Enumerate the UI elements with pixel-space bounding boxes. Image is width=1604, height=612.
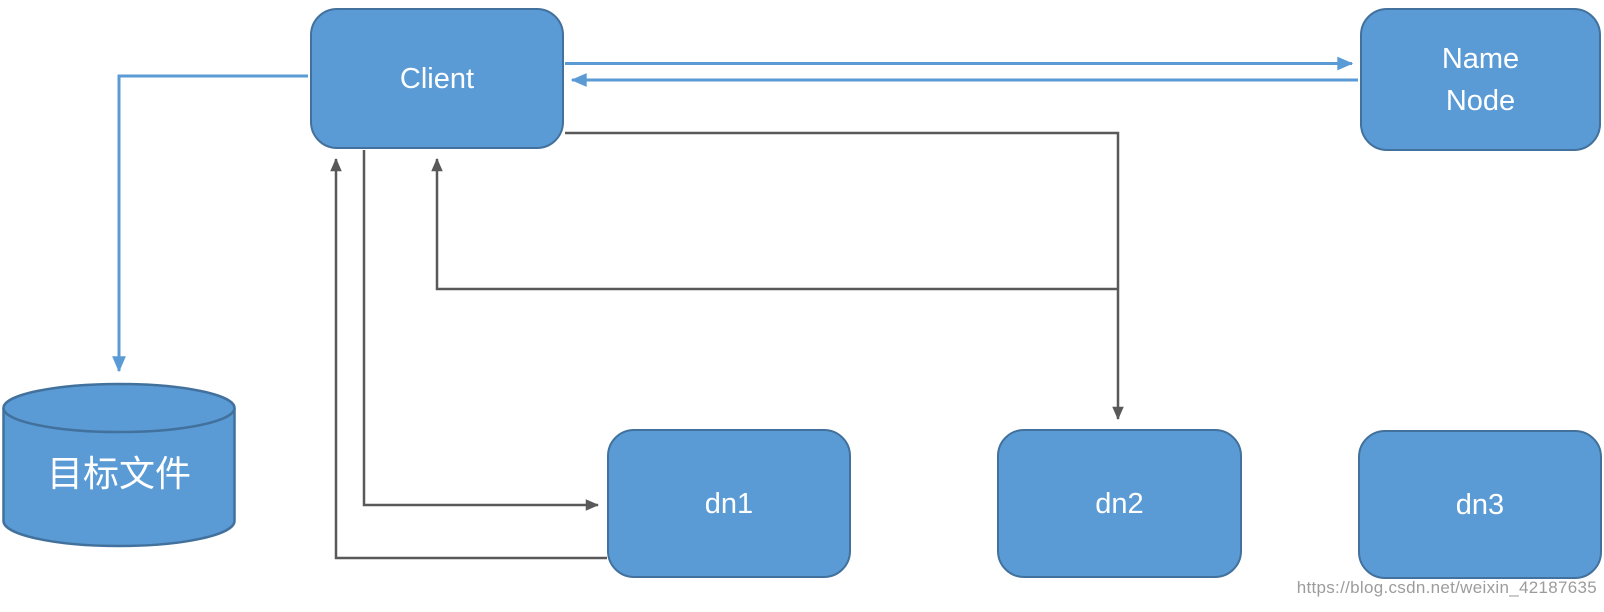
- edge-dn1-to-client: [330, 157, 607, 560]
- cylinder-top: [2, 382, 236, 434]
- edge-client-to-targetfile: [112, 74, 308, 373]
- csdn-watermark: https://blog.csdn.net/weixin_42187635: [1296, 578, 1597, 597]
- node-dn3-label: dn3: [1455, 488, 1505, 521]
- node-name-node: Name Node: [1360, 8, 1601, 151]
- edge-client-to-dn2: [565, 131, 1124, 421]
- cylinder-body: [2, 408, 236, 548]
- edge-client-to-dn1: [362, 150, 600, 511]
- node-client-label: Client: [399, 62, 475, 95]
- node-dn1: dn1: [607, 429, 851, 578]
- node-name-node-label: Name Node: [1441, 42, 1520, 117]
- target-file-label: 目标文件: [46, 453, 191, 494]
- node-dn2: dn2: [997, 429, 1242, 578]
- node-client: Client: [310, 8, 564, 149]
- node-dn2-label: dn2: [1095, 487, 1144, 520]
- node-dn3: dn3: [1358, 430, 1602, 579]
- edge-dn2-to-client: [431, 157, 1118, 291]
- node-dn1-label: dn1: [704, 487, 754, 520]
- target-file-cylinder: [2, 382, 236, 548]
